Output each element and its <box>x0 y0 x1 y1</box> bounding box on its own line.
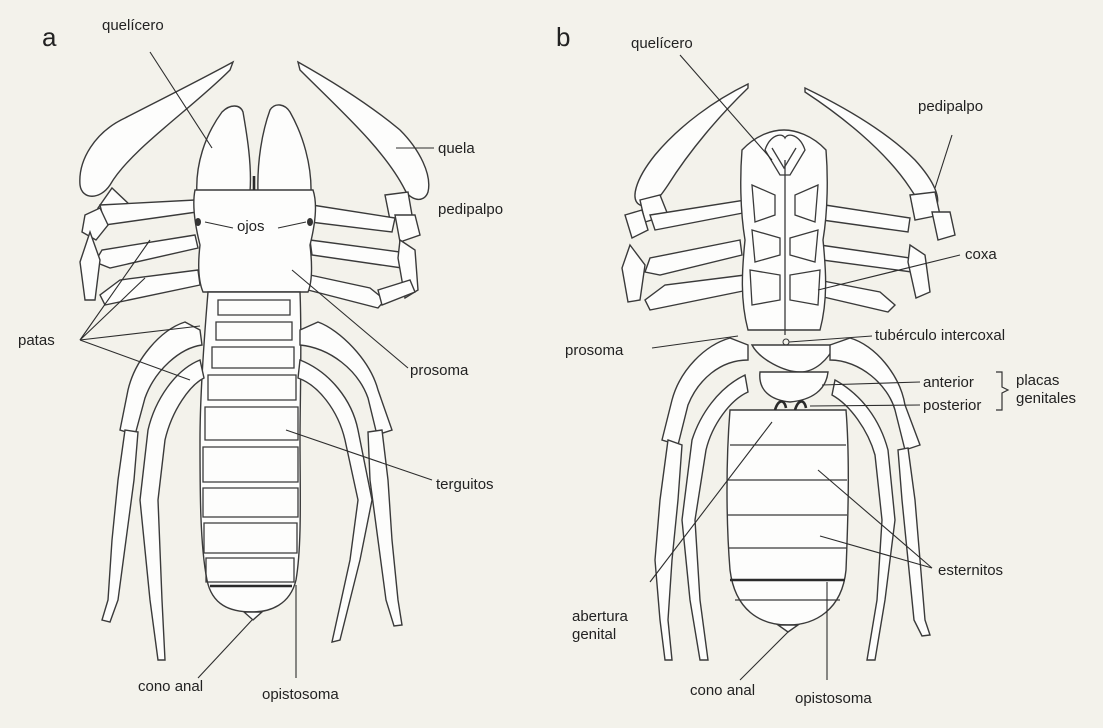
label-a-pedipalpo: pedipalpo <box>438 201 503 218</box>
label-a-ojos: ojos <box>237 218 265 235</box>
label-a-quela: quela <box>438 140 475 157</box>
label-a-quelicero: quelícero <box>102 17 164 34</box>
chelicera-right <box>258 105 311 195</box>
label-a-opistosoma: opistosoma <box>262 686 339 703</box>
label-b-opistosoma: opistosoma <box>795 690 872 707</box>
label-b-genital: genital <box>572 626 616 643</box>
label-a-cono-anal: cono anal <box>138 678 203 695</box>
dorsal-view-specimen <box>80 62 429 660</box>
label-b-tuberculo: tubérculo intercoxal <box>875 327 1005 344</box>
ventral-view-specimen <box>622 84 955 660</box>
label-b-genitales: genitales <box>1016 390 1076 407</box>
label-b-prosoma: prosoma <box>565 342 623 359</box>
label-b-posterior: posterior <box>923 397 981 414</box>
label-b-coxa: coxa <box>965 246 997 263</box>
label-b-abertura: abertura <box>572 608 628 625</box>
panel-label-b: b <box>556 22 570 53</box>
prosoma-dorsal <box>194 190 316 292</box>
pedipalp-right-chela <box>298 62 429 199</box>
panel-label-a: a <box>42 22 56 53</box>
label-a-terguitos: terguitos <box>436 476 494 493</box>
label-b-anterior: anterior <box>923 374 974 391</box>
chelicera-left <box>197 106 251 195</box>
label-a-prosoma: prosoma <box>410 362 468 379</box>
pedipalp-left-chela-b <box>635 84 748 206</box>
label-b-quelicero: quelícero <box>631 35 693 52</box>
label-b-cono-anal: cono anal <box>690 682 755 699</box>
label-b-esternitos: esternitos <box>938 562 1003 579</box>
label-b-pedipalpo: pedipalpo <box>918 98 983 115</box>
label-a-patas: patas <box>18 332 55 349</box>
label-b-placas: placas <box>1016 372 1059 389</box>
opisthosoma-ventral <box>727 410 848 625</box>
